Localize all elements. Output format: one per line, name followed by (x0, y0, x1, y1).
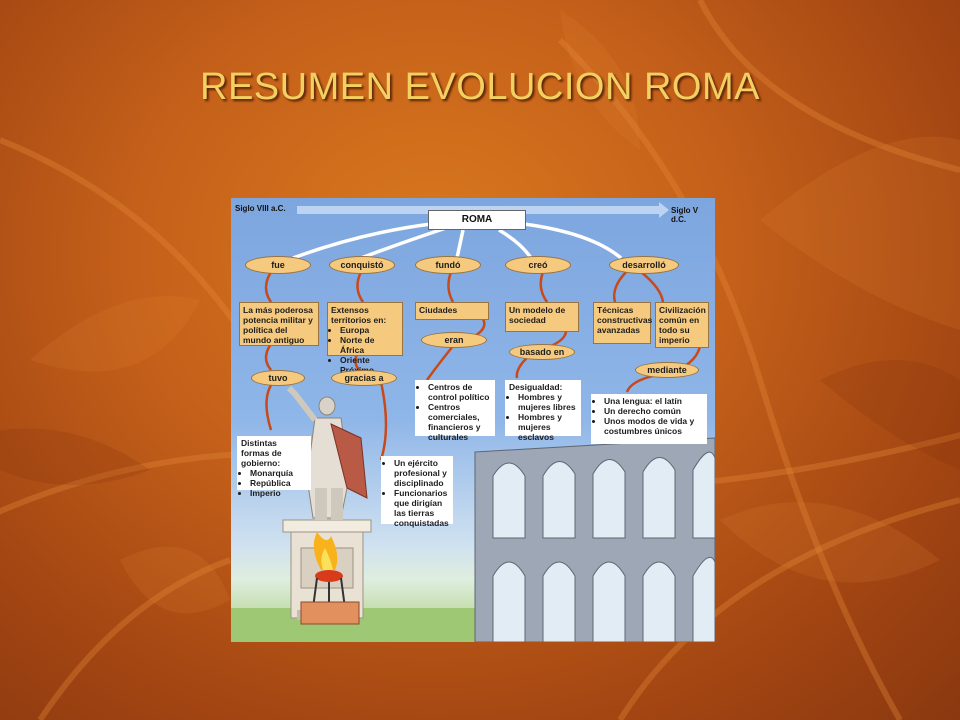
brazier-fire (300, 532, 360, 625)
gobierno-heading: Distintas formas de gobierno: (241, 438, 282, 468)
gobierno-item: Imperio (250, 488, 307, 498)
link-tuvo: tuvo (251, 370, 305, 386)
territorio-item: Norte de África (340, 335, 399, 355)
timeline-end-label: Siglo V d.C. (671, 206, 699, 224)
box-ciudades: Ciudades (415, 302, 489, 320)
output-civilizacion: Una lengua: el latín Un derecho común Un… (591, 394, 707, 444)
box-civilizacion: Civilización común en todo su imperio (655, 302, 709, 348)
output-ejercito: Un ejército profesional y disciplinado F… (381, 456, 453, 528)
box-tecnicas: Técnicas constructivas avanzadas (593, 302, 652, 344)
output-sociedad: Desigualdad: Hombres y mujeres libres Ho… (505, 380, 581, 442)
output-ciudades: Centros de control político Centros come… (415, 380, 495, 442)
slide-title: RESUMEN EVOLUCION ROMA (200, 66, 760, 108)
link-eran: eran (421, 332, 487, 348)
aqueduct (474, 437, 715, 642)
link-gracias-a: gracias a (331, 370, 397, 386)
box-modelo-sociedad: Un modelo de sociedad (505, 302, 579, 332)
sociedad-heading: Desigualdad: (509, 382, 563, 392)
sociedad-item: Hombres y mujeres libres (518, 392, 577, 412)
branch-desarrollo: desarrolló (609, 256, 679, 274)
branch-creo: creó (505, 256, 571, 274)
box-territorios: Extensos territorios en: Europa Norte de… (327, 302, 403, 375)
timeline-start-label: Siglo VIII a.C. (235, 204, 286, 213)
ejercito-item: Funcionarios que dirigían las tierras co… (394, 488, 449, 528)
ciudad-item: Centros comerciales, financieros y cultu… (428, 402, 491, 442)
root-node-roma: ROMA (428, 210, 526, 230)
output-gobierno: Distintas formas de gobierno: Monarquía … (237, 436, 311, 498)
concept-map-image: Siglo VIII a.C. Siglo V d.C. ROMA fue co… (231, 198, 715, 642)
box-potencia-militar: La más poderosa potencia militar y polít… (239, 302, 319, 346)
civilizacion-item: Una lengua: el latín (604, 396, 703, 406)
branch-fundo: fundó (415, 256, 481, 274)
gobierno-item: Monarquía (250, 468, 307, 478)
sociedad-item: Hombres y mujeres esclavos (518, 412, 577, 442)
link-basado-en: basado en (509, 344, 575, 360)
civilizacion-item: Un derecho común (604, 406, 703, 416)
civilizacion-item: Unos modos de vida y costumbres únicos (604, 416, 703, 436)
branch-fue: fue (245, 256, 311, 274)
link-mediante: mediante (635, 362, 699, 378)
ciudad-item: Centros de control político (428, 382, 491, 402)
concept-map-graphics (231, 202, 715, 642)
ejercito-item: Un ejército profesional y disciplinado (394, 458, 449, 488)
gobierno-item: República (250, 478, 307, 488)
augustus-statue (282, 385, 372, 620)
branch-conquisto: conquistó (329, 256, 395, 274)
territorio-item: Europa (340, 325, 399, 335)
box-territorios-heading: Extensos territorios en: (331, 305, 387, 325)
